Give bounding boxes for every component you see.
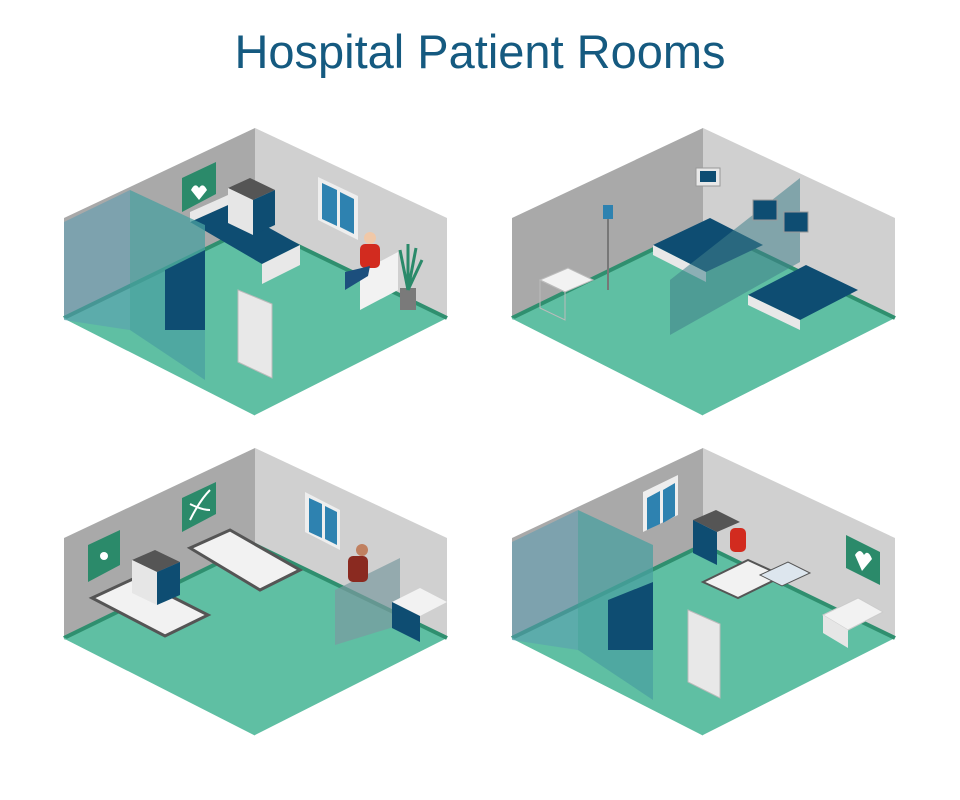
nightstand [228,178,275,235]
page-title: Hospital Patient Rooms [234,25,726,78]
visitor-in-red [345,232,398,310]
bed-empty [186,528,304,592]
window [305,492,340,550]
room-2 [510,126,897,417]
hospital-bed [190,195,300,284]
nightstand [132,550,180,605]
medical-cart [538,267,595,321]
nightstand [693,510,740,565]
room-1 [62,126,449,417]
room-3 [62,446,449,737]
heart-icon [846,535,880,585]
monitors [752,199,809,233]
window [643,475,678,532]
molecule-icon [88,530,120,582]
open-door [237,289,273,379]
visitor-seated [335,544,400,645]
sink-cabinet [392,588,447,642]
room-4 [510,446,897,737]
iv-stand [603,205,613,290]
baby-crib [758,561,812,587]
bed-patient [88,576,212,638]
dna-icon [182,482,216,532]
armchair [821,597,885,648]
window [318,177,358,240]
bathroom-partition [512,510,653,700]
ventilator [695,167,721,187]
potted-plant [398,244,424,310]
heart-pulse-icon [182,162,216,212]
bathroom-partition [64,190,205,380]
icu-bed-2 [748,265,858,330]
open-door [687,609,721,699]
